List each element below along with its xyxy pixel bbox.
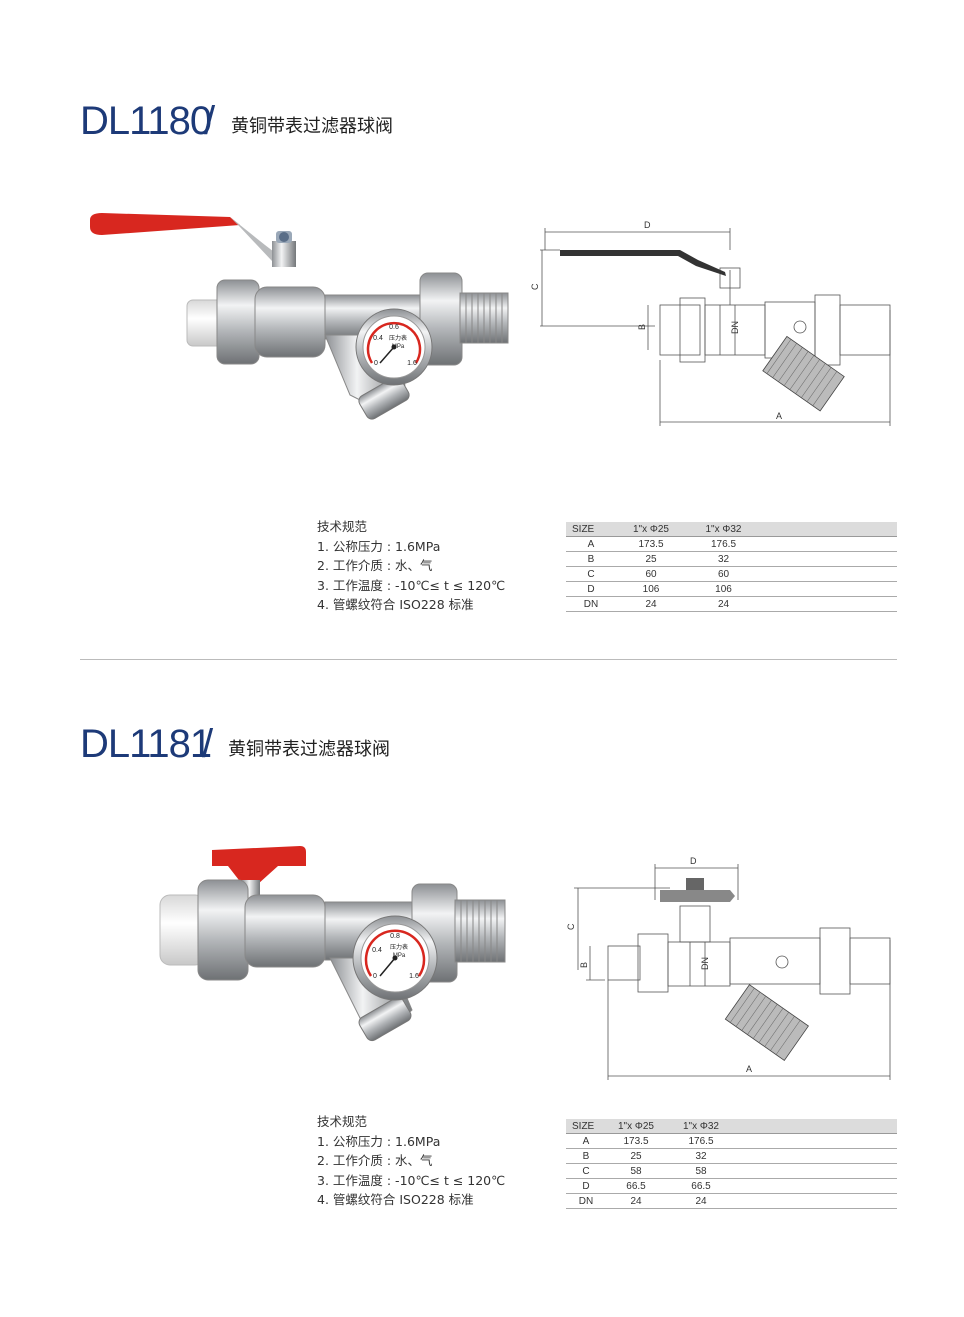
table-cell: 25 bbox=[616, 551, 686, 567]
table-cell: B bbox=[566, 551, 616, 567]
gauge-scale-max: 1.6 bbox=[409, 973, 419, 980]
product-name: 黄铜带表过滤器球阀 bbox=[228, 739, 390, 760]
title-slash: / bbox=[202, 722, 214, 766]
table-row: C 60 60 bbox=[566, 566, 897, 582]
table-cell: 176.5 bbox=[686, 536, 761, 552]
spec-line: 2. 工作介质 : 水、气 bbox=[317, 558, 433, 573]
spec-line: 1. 公称压力 : 1.6MPa bbox=[317, 1133, 441, 1149]
dim-label-c: C bbox=[566, 923, 576, 930]
valve-technical-drawing: D C B DN A bbox=[530, 220, 891, 426]
gauge-scale-mid: 0.4 bbox=[373, 335, 383, 342]
table-cell: 58 bbox=[606, 1163, 666, 1179]
table-cell: C bbox=[566, 566, 616, 582]
table-cell: 24 bbox=[616, 596, 686, 612]
product-section-dl1181: DL1181 / 黄铜带表过滤器球阀 bbox=[0, 660, 964, 1317]
tech-specs: 技术规范 1. 公称压力 : 1.6MPa 2. 工作介质 : 水、气 3. 工… bbox=[317, 517, 505, 615]
table-cell: 173.5 bbox=[606, 1133, 666, 1149]
gauge-scale-max: 1.6 bbox=[407, 360, 417, 367]
dim-label-dn: DN bbox=[700, 957, 710, 970]
table-row: A 173.5 176.5 bbox=[566, 1133, 897, 1149]
product-section-dl1180: DL1180 / 黄铜带表过滤器球阀 bbox=[80, 99, 897, 615]
dim-label-d: D bbox=[644, 220, 651, 230]
product-code: DL1180 bbox=[80, 99, 212, 143]
table-header-row: SIZE 1"x Φ25 1"x Φ32 bbox=[566, 1119, 897, 1134]
spec-line: 2. 工作介质 : 水、气 bbox=[317, 1153, 433, 1168]
gauge-scale-high: 0.6 bbox=[389, 324, 399, 331]
valve-photo-butterfly: 0.8 0.4 压力表 MPa 1.6 0 bbox=[159, 846, 506, 1042]
table-cell: 24 bbox=[666, 1193, 736, 1209]
table-row: DN 24 24 bbox=[566, 596, 897, 612]
table-cell: DN bbox=[566, 1193, 606, 1209]
table-header-cell: 1"x Φ32 bbox=[666, 1119, 736, 1134]
valve-photo-lever: 0.6 0.4 压力表 MPa 1.6 0 bbox=[90, 213, 509, 420]
size-table: SIZE 1"x Φ25 1"x Φ32 A 173.5 176.5 B 25 … bbox=[566, 522, 897, 612]
table-header-cell: 1"x Φ25 bbox=[616, 522, 686, 537]
table-cell: 24 bbox=[686, 596, 761, 612]
specs-title: 技术规范 bbox=[317, 1114, 368, 1129]
table-cell: 60 bbox=[686, 566, 761, 582]
gauge-scale-mid: 0.4 bbox=[372, 947, 382, 954]
table-cell: A bbox=[566, 1133, 606, 1149]
table-cell: 106 bbox=[686, 581, 761, 597]
gauge-unit: MPa bbox=[393, 953, 406, 959]
table-row: B 25 32 bbox=[566, 551, 897, 567]
dim-label-d: D bbox=[690, 856, 697, 866]
table-cell: B bbox=[566, 1148, 606, 1164]
table-header-cell: SIZE bbox=[566, 1119, 606, 1134]
specs-title: 技术规范 bbox=[317, 519, 368, 534]
table-cell: 25 bbox=[606, 1148, 666, 1164]
table-row: B 25 32 bbox=[566, 1148, 897, 1164]
dim-label-b: B bbox=[637, 324, 647, 330]
table-cell: 66.5 bbox=[666, 1178, 736, 1194]
table-row: DN 24 24 bbox=[566, 1193, 897, 1209]
product-code: DL1181 bbox=[80, 722, 212, 766]
table-header-cell: SIZE bbox=[566, 522, 616, 537]
dim-label-a: A bbox=[746, 1064, 752, 1074]
tech-specs: 技术规范 1. 公称压力 : 1.6MPa 2. 工作介质 : 水、气 3. 工… bbox=[317, 1112, 505, 1210]
gauge-unit: MPa bbox=[392, 344, 405, 350]
table-row: A 173.5 176.5 bbox=[566, 536, 897, 552]
spec-line: 1. 公称压力 : 1.6MPa bbox=[317, 538, 441, 554]
table-row: C 58 58 bbox=[566, 1163, 897, 1179]
table-cell: 176.5 bbox=[666, 1133, 736, 1149]
table-cell: D bbox=[566, 1178, 606, 1194]
table-cell: A bbox=[566, 536, 616, 552]
dim-label-a: A bbox=[776, 411, 782, 421]
table-cell: C bbox=[566, 1163, 606, 1179]
table-cell: 106 bbox=[616, 581, 686, 597]
spec-line: 3. 工作温度 : -10℃≤ t ≤ 120℃ bbox=[317, 1172, 506, 1188]
size-table: SIZE 1"x Φ25 1"x Φ32 A 173.5 176.5 B 25 … bbox=[566, 1119, 897, 1209]
dim-label-dn: DN bbox=[730, 321, 740, 334]
product-name: 黄铜带表过滤器球阀 bbox=[231, 116, 393, 137]
section-divider bbox=[80, 659, 897, 660]
gauge-name: 压力表 bbox=[389, 334, 407, 342]
dim-label-b: B bbox=[579, 962, 589, 968]
title-slash: / bbox=[204, 99, 216, 143]
table-row: D 106 106 bbox=[566, 581, 897, 597]
spec-line: 3. 工作温度 : -10℃≤ t ≤ 120℃ bbox=[317, 577, 506, 593]
table-header-cell: 1"x Φ32 bbox=[686, 522, 761, 537]
table-header-cell: 1"x Φ25 bbox=[606, 1119, 666, 1134]
table-cell: D bbox=[566, 581, 616, 597]
table-cell: 24 bbox=[606, 1193, 666, 1209]
gauge-scale-high: 0.8 bbox=[390, 933, 400, 940]
table-cell: DN bbox=[566, 596, 616, 612]
table-cell: 60 bbox=[616, 566, 686, 582]
table-cell: 32 bbox=[666, 1148, 736, 1164]
gauge-scale-zero: 0 bbox=[374, 360, 378, 367]
spec-line: 4. 管螺纹符合 ISO228 标准 bbox=[317, 597, 474, 612]
table-cell: 66.5 bbox=[606, 1178, 666, 1194]
table-cell: 32 bbox=[686, 551, 761, 567]
gauge-scale-zero: 0 bbox=[373, 973, 377, 980]
table-cell: 58 bbox=[666, 1163, 736, 1179]
table-header-row: SIZE 1"x Φ25 1"x Φ32 bbox=[566, 522, 897, 537]
dim-label-c: C bbox=[530, 283, 540, 290]
table-cell: 173.5 bbox=[616, 536, 686, 552]
valve-technical-drawing: D C B DN A bbox=[566, 856, 891, 1080]
gauge-name: 压力表 bbox=[390, 943, 408, 951]
table-row: D 66.5 66.5 bbox=[566, 1178, 897, 1194]
spec-line: 4. 管螺纹符合 ISO228 标准 bbox=[317, 1192, 474, 1207]
